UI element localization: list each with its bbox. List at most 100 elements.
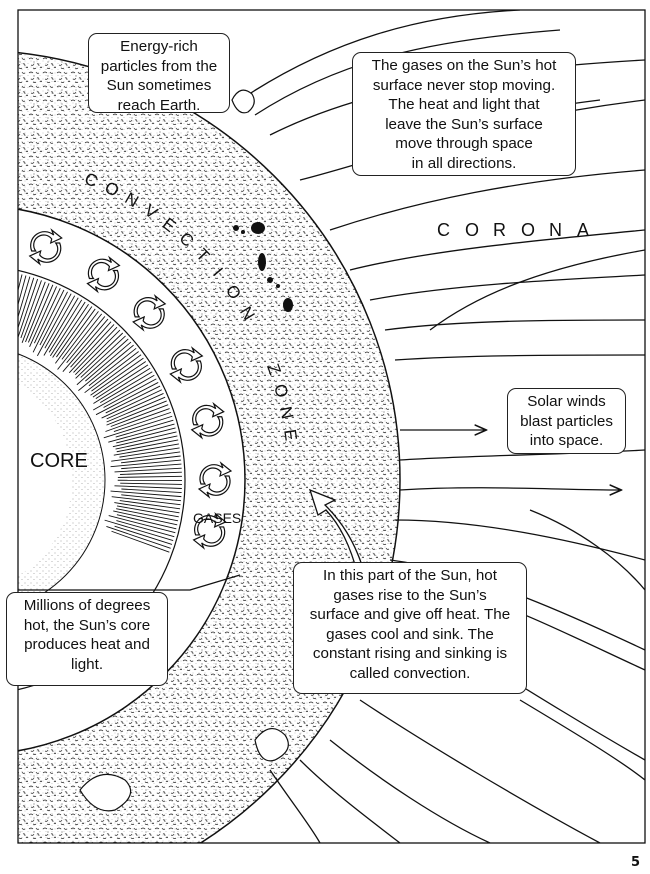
- hatch-line: [33, 287, 61, 344]
- hatch-line: [18, 277, 35, 330]
- hatch-line: [105, 385, 161, 414]
- hatch-line: [106, 400, 167, 426]
- pointer-arrow: [308, 488, 366, 576]
- hatch-line: [75, 332, 124, 379]
- sunspots: [233, 222, 293, 312]
- hatch-line: [101, 389, 163, 419]
- hatch-line: [100, 371, 153, 404]
- hatch-line: [18, 276, 31, 319]
- hatch-line: [91, 354, 142, 392]
- hatch-line: [93, 367, 151, 404]
- callout-core: Millions of degrees hot, the Sun’s core …: [6, 592, 168, 686]
- hatch-line: [80, 335, 126, 378]
- hatch-line: [121, 488, 182, 494]
- hatch-line: [61, 311, 99, 360]
- hatch-line: [117, 475, 182, 478]
- corona-letter: O: [521, 220, 535, 240]
- hatch-line: [108, 515, 176, 534]
- hatch-line: [114, 485, 182, 489]
- hatch-line: [39, 291, 68, 346]
- hatch-line: [116, 514, 177, 530]
- hatch-line: [106, 393, 164, 420]
- hatch-line: [116, 508, 179, 522]
- hatch-line: [113, 510, 178, 526]
- cycle-arrows-icon: [132, 294, 167, 332]
- hatch-line: [93, 374, 155, 411]
- core-label: CORE: [30, 450, 88, 472]
- corona-letter: A: [577, 220, 589, 240]
- hatch-line: [43, 297, 79, 356]
- hatch-line: [78, 344, 134, 391]
- hatch-line: [120, 482, 182, 485]
- hatch-line: [95, 364, 149, 399]
- hatch-line: [52, 303, 89, 358]
- hatch-line: [103, 415, 173, 439]
- hatch-line: [20, 280, 42, 339]
- hatch-line: [120, 455, 181, 464]
- cycle-arrows-icon: [197, 461, 233, 499]
- hatch-line: [119, 500, 181, 510]
- hatch-line: [76, 338, 129, 386]
- hatch-line: [92, 361, 147, 398]
- convection-zone-letter: N: [276, 405, 297, 421]
- hatch-line: [105, 408, 170, 432]
- hatch-line: [18, 278, 39, 339]
- hatch-line: [68, 324, 115, 374]
- hatch-line: [119, 447, 180, 458]
- hatch-line: [115, 419, 174, 438]
- cycle-arrows-icon: [28, 228, 63, 266]
- hatch-line: [120, 471, 182, 475]
- hatch-line: [113, 411, 172, 433]
- hatch-line: [84, 351, 139, 394]
- convection-zone-letter: E: [280, 428, 300, 442]
- hatch-line: [104, 519, 174, 541]
- hatch-line: [114, 467, 182, 473]
- hatch-line: [62, 318, 109, 372]
- hatch-line: [49, 301, 86, 357]
- convection-arrows: [28, 228, 233, 550]
- hatch-line: [116, 427, 176, 444]
- hatch-line: [114, 525, 173, 545]
- hatch-line: [73, 326, 118, 373]
- solar-prominences: [79, 89, 289, 812]
- hatch-line: [1, 273, 14, 336]
- callout-convection: In this part of the Sun, hot gases rise …: [293, 562, 527, 694]
- hatch-line: [55, 308, 96, 364]
- hatch-line: [66, 316, 106, 364]
- hatch-line: [74, 329, 121, 376]
- hatch-line: [88, 347, 137, 387]
- gases-label: GASES: [193, 510, 242, 526]
- hatch-line: [116, 505, 179, 518]
- hatch-line: [110, 404, 169, 427]
- hatch-line: [110, 490, 182, 498]
- hatch-line: [121, 463, 182, 470]
- hatch-line: [108, 423, 175, 443]
- hatch-line: [111, 451, 181, 462]
- hatch-line: [111, 530, 170, 553]
- hatch-line: [57, 313, 103, 370]
- hatch-line: [18, 274, 23, 293]
- hatch-line: [121, 494, 182, 502]
- hatch-line: [56, 306, 93, 358]
- convection-zone-letter: O: [270, 382, 292, 400]
- callout-solar-winds: Solar winds blast particles into space.: [507, 388, 626, 454]
- hatch-line: [116, 439, 179, 453]
- hatch-line: [36, 293, 72, 357]
- hatch-line: [116, 520, 175, 538]
- page-number: 5: [630, 855, 640, 870]
- callout-energy-particles: Energy-rich particles from the Sun somet…: [88, 33, 230, 114]
- hatch-line: [44, 295, 76, 349]
- hatch-line: [18, 273, 19, 276]
- hatch-line: [106, 396, 166, 423]
- corona-letter: R: [493, 220, 506, 240]
- cycle-arrows-icon: [169, 346, 204, 384]
- hatch-line: [110, 459, 182, 468]
- hatch-line: [113, 443, 179, 456]
- corona-letter: C: [437, 220, 450, 240]
- page-frame: [17, 9, 646, 844]
- hatch-line: [90, 357, 144, 396]
- hatch-line: [111, 496, 181, 506]
- hatch-line: [25, 283, 50, 343]
- hatch-line: [106, 526, 171, 549]
